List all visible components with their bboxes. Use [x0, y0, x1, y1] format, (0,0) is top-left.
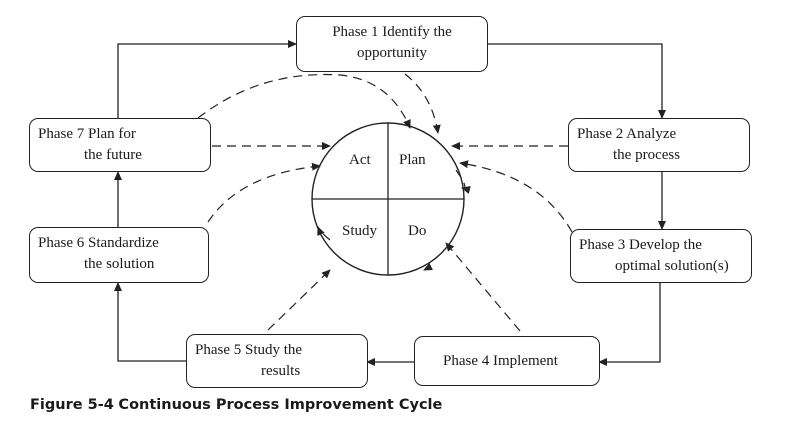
phase-3-line1: Phase 3 Develop the: [579, 237, 702, 253]
phase-7-box: Phase 7 Plan for the future: [29, 118, 211, 172]
phase-6-box: Phase 6 Standardize the solution: [29, 227, 209, 283]
dashed-do-to-phase5: [267, 269, 331, 331]
connector-phase1-to-phase2: [487, 43, 666, 119]
figure-title: Continuous Process Improvement Cycle: [118, 397, 443, 413]
phase-7-line2: the future: [84, 147, 142, 163]
phase-2-box: Phase 2 Analyze the process: [568, 118, 750, 172]
connector-phase3-to-phase4: [598, 282, 661, 366]
dashed-act-to-phase1: [197, 73, 411, 129]
figure-number: Figure 5-4: [30, 397, 114, 413]
phase-1-line2: opportunity: [357, 45, 427, 61]
dashed-study-to-act: [317, 226, 331, 241]
phase-6-line2: the solution: [84, 256, 155, 272]
dashed-phase1-to-plan: [404, 73, 441, 134]
pdsa-plan-label: Plan: [399, 152, 426, 168]
phase-2-line1: Phase 2 Analyze: [577, 126, 677, 142]
pdsa-study-label: Study: [342, 223, 378, 239]
dashed-study-to-phase6: [207, 162, 321, 223]
phase-2-line2: the process: [613, 147, 681, 163]
phase-1-line1: Phase 1 Identify the: [332, 24, 452, 40]
phase-5-line2: results: [261, 363, 301, 379]
phase-5-line1: Phase 5 Study the: [195, 342, 303, 358]
figure-caption: Figure 5-4 Continuous Process Improvemen…: [30, 397, 442, 413]
dashed-phase3-to-plan: [459, 160, 573, 233]
phase-6-line1: Phase 6 Standardize: [38, 235, 159, 251]
phase-4-line1: Phase 4 Implement: [443, 353, 558, 369]
dashed-plan-to-do: [455, 169, 471, 194]
connector-phase7-to-phase1: [117, 40, 297, 118]
phase-3-line2: optimal solution(s): [615, 258, 729, 274]
phase-7-line1: Phase 7 Plan for: [38, 126, 136, 142]
pdsa-do-label: Do: [408, 223, 427, 239]
connector-phase5-to-phase6: [114, 282, 186, 362]
phase-5-box: Phase 5 Study the results: [186, 334, 368, 388]
phase-3-box: Phase 3 Develop the optimal solution(s): [570, 229, 752, 283]
dashed-do-to-study: [423, 262, 433, 271]
phase-1-box: Phase 1 Identify the opportunity: [296, 16, 488, 72]
phase-4-box: Phase 4 Implement: [414, 336, 600, 386]
pdsa-act-label: Act: [349, 152, 371, 168]
dashed-phase4-to-do: [445, 242, 521, 332]
